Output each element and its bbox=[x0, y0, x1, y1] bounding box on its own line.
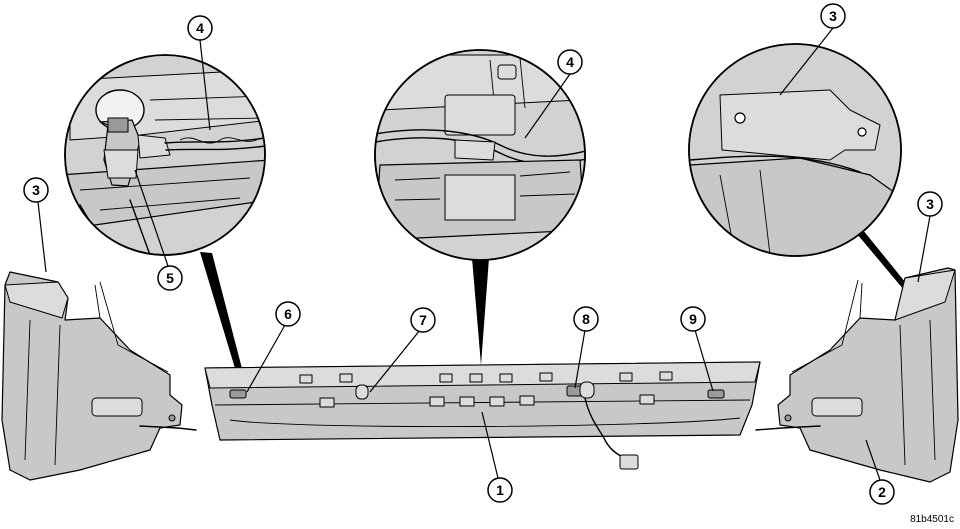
callout-5: 5 bbox=[157, 265, 183, 291]
svg-text:6: 6 bbox=[284, 306, 292, 322]
svg-text:5: 5 bbox=[166, 270, 174, 286]
svg-text:3: 3 bbox=[926, 196, 934, 212]
svg-text:3: 3 bbox=[32, 182, 40, 198]
callout-9: 9 bbox=[680, 306, 706, 332]
callout-8: 8 bbox=[573, 306, 599, 332]
svg-text:9: 9 bbox=[689, 311, 697, 327]
leader-lines bbox=[37, 27, 931, 481]
svg-text:2: 2 bbox=[878, 484, 886, 500]
callout-6: 6 bbox=[275, 301, 301, 327]
detail-view-wiring bbox=[374, 49, 586, 365]
right-fascia-end-cap bbox=[755, 267, 959, 483]
figure-reference-code: 81b4501c bbox=[910, 514, 954, 525]
svg-text:7: 7 bbox=[419, 312, 427, 328]
svg-text:3: 3 bbox=[829, 8, 837, 24]
beam-slots bbox=[299, 371, 673, 408]
fastener-7 bbox=[355, 384, 369, 400]
callout-3-left: 3 bbox=[23, 177, 49, 203]
callout-4-left: 4 bbox=[187, 15, 213, 41]
fastener-9 bbox=[707, 389, 725, 399]
detail-pointer bbox=[200, 252, 246, 385]
detail-view-bracket bbox=[688, 43, 910, 290]
callout-1: 1 bbox=[487, 477, 513, 503]
sensor-8 bbox=[566, 381, 639, 470]
callout-4-middle: 4 bbox=[557, 49, 583, 75]
callout-3-top-right: 3 bbox=[820, 3, 846, 29]
left-fascia-end-cap bbox=[1, 271, 197, 481]
svg-text:8: 8 bbox=[582, 311, 590, 327]
fastener-6 bbox=[229, 389, 247, 399]
detail-pointer-middle bbox=[472, 258, 489, 365]
svg-text:4: 4 bbox=[196, 20, 204, 36]
callout-3-right: 3 bbox=[917, 191, 943, 217]
detail-pointer-right bbox=[852, 224, 910, 290]
svg-text:4: 4 bbox=[566, 54, 574, 70]
callout-2: 2 bbox=[869, 479, 895, 505]
svg-text:1: 1 bbox=[496, 482, 504, 498]
callout-7: 7 bbox=[410, 307, 436, 333]
bumper-beam bbox=[204, 361, 761, 470]
detail-view-connector bbox=[64, 54, 266, 385]
